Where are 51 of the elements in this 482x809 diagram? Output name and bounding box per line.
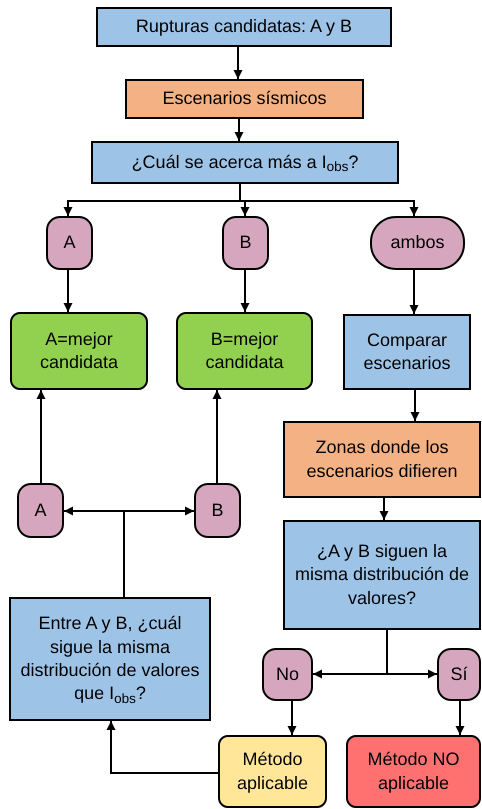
arrow — [239, 184, 418, 216]
node-label: Método aplicable — [236, 748, 310, 795]
option-terminal — [222, 216, 269, 270]
process-box — [283, 520, 481, 630]
option-terminal — [370, 216, 465, 270]
process-box — [9, 597, 211, 721]
arrow — [106, 721, 218, 774]
process-box — [96, 7, 392, 47]
arrow — [240, 270, 250, 312]
result-box — [218, 735, 327, 808]
node-label: B=mejor candidata — [204, 328, 285, 374]
node-label: B — [239, 231, 252, 254]
arrow — [212, 390, 222, 483]
node-label: Rupturas candidatas: A y B — [136, 15, 352, 38]
arrow — [64, 270, 72, 312]
option-terminal — [194, 483, 241, 538]
node-label: A=mejor candidata — [38, 328, 120, 374]
option-terminal — [17, 483, 64, 538]
arrow — [234, 119, 244, 141]
node-label: ambos — [390, 231, 445, 254]
process-box — [283, 421, 481, 498]
arrow — [234, 47, 242, 79]
result-box — [10, 312, 148, 390]
node-label: A — [63, 231, 76, 254]
arrow — [410, 390, 420, 421]
node-label: No — [276, 662, 299, 686]
option-terminal — [437, 648, 481, 701]
node-label: Sí — [450, 662, 468, 686]
node-label: Entre A y B, ¿cuál sigue la misma distribución de valores que I$_{obs}$? — [19, 612, 201, 706]
process-box — [343, 314, 471, 390]
option-terminal — [262, 648, 313, 701]
arrow — [288, 701, 296, 735]
node-label: B — [211, 498, 224, 522]
process-box — [125, 79, 364, 119]
node-label: A — [34, 498, 46, 522]
option-terminal — [46, 216, 93, 270]
node-label: Zonas donde los escenarios difieren — [305, 436, 459, 482]
node-label: ¿A y B siguen la misma distribución de valores? — [294, 540, 470, 610]
arrow — [36, 390, 46, 483]
arrow — [123, 506, 194, 597]
result-box — [346, 735, 481, 808]
node-label: Escenarios sísmicos — [162, 87, 327, 110]
node-label: Método NO aplicable — [366, 748, 461, 795]
node-label: ¿Cuál se acerca más a I$_{obs}$? — [132, 150, 358, 174]
arrow — [456, 701, 464, 735]
node-label: Comparar escenarios — [362, 328, 452, 375]
arrow — [386, 630, 437, 678]
arrow — [380, 498, 388, 520]
process-box — [91, 141, 399, 184]
result-box — [176, 312, 313, 390]
arrow — [410, 270, 418, 314]
